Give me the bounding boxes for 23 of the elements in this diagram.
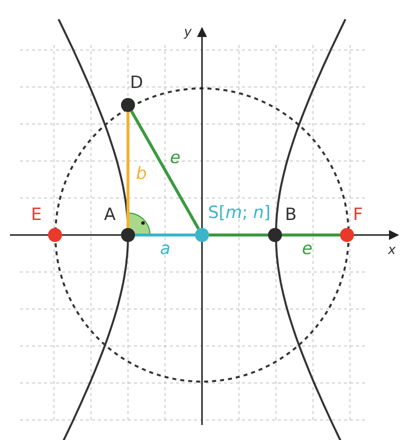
- line-segment: [135, 234, 195, 236]
- edge-label: e: [301, 241, 314, 258]
- point: [121, 228, 135, 242]
- point-label: B: [285, 207, 297, 224]
- point: [340, 228, 354, 242]
- edge-label: a: [159, 241, 172, 258]
- point-label: E: [31, 207, 42, 224]
- point-label: D: [130, 75, 144, 92]
- line-segment: [282, 234, 340, 236]
- edge-label: b: [135, 166, 148, 183]
- point-label: S[m; n]: [208, 205, 271, 222]
- point-label: F: [353, 207, 363, 224]
- line-segment: [126, 112, 130, 228]
- point-label: A: [104, 207, 116, 224]
- point: [195, 228, 209, 242]
- point: [268, 228, 282, 242]
- edge-label: e: [169, 150, 182, 167]
- line-segment: [209, 234, 268, 236]
- axis-label: x: [388, 244, 396, 257]
- line-segment: [130, 110, 200, 230]
- point: [48, 228, 62, 242]
- point: [121, 98, 135, 112]
- axis-label: y: [184, 26, 192, 39]
